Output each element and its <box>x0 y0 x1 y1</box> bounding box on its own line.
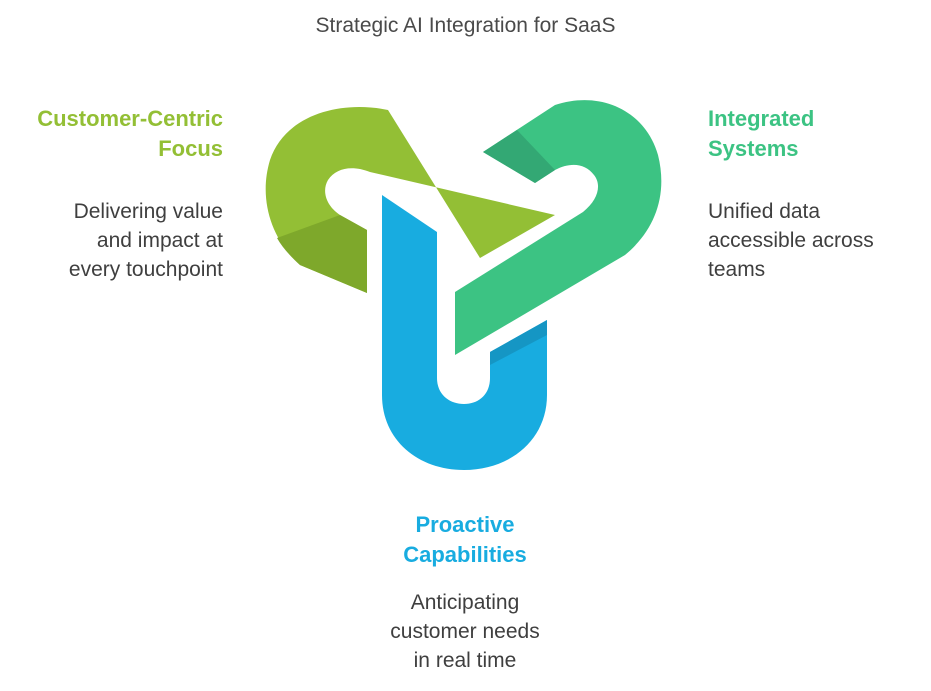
diagram-title: Strategic AI Integration for SaaS <box>315 14 616 37</box>
customer-centric-desc-line3: every touchpoint <box>68 258 223 281</box>
proactive-capabilities-heading-line2: Capabilities <box>403 542 527 567</box>
integrated-systems-heading: Integrated Systems <box>708 104 918 164</box>
integrated-systems-description: Unified data accessible across teams <box>708 197 923 284</box>
integrated-systems-heading-line1: Integrated <box>708 106 815 131</box>
customer-centric-description: Delivering value and impact at every tou… <box>20 197 223 284</box>
integrated-systems-desc-line3: teams <box>708 258 766 281</box>
proactive-capabilities-description: Anticipating customer needs in real time <box>330 588 600 675</box>
proactive-capabilities-desc-line3: in real time <box>413 649 517 672</box>
proactive-capabilities-loop <box>382 195 547 470</box>
integrated-systems-desc-line1: Unified data <box>708 200 821 223</box>
customer-centric-loop-shade <box>277 215 367 293</box>
customer-centric-heading-line1: Customer-Centric <box>37 106 223 131</box>
proactive-capabilities-heading-line1: Proactive <box>415 512 515 537</box>
customer-centric-heading-line2: Focus <box>158 136 223 161</box>
proactive-capabilities-loop-shade <box>490 320 547 365</box>
integrated-systems-loop-shade <box>483 130 555 183</box>
proactive-capabilities-heading: Proactive Capabilities <box>330 510 600 570</box>
integrated-systems-desc-line2: accessible across <box>708 229 874 252</box>
customer-centric-desc-line1: Delivering value <box>73 200 223 223</box>
customer-centric-heading: Customer-Centric Focus <box>20 104 223 164</box>
customer-centric-desc-line2: and impact at <box>96 229 223 252</box>
proactive-capabilities-desc-line2: customer needs <box>390 620 540 643</box>
integrated-systems-heading-line2: Systems <box>708 136 799 161</box>
proactive-capabilities-desc-line1: Anticipating <box>410 591 520 614</box>
